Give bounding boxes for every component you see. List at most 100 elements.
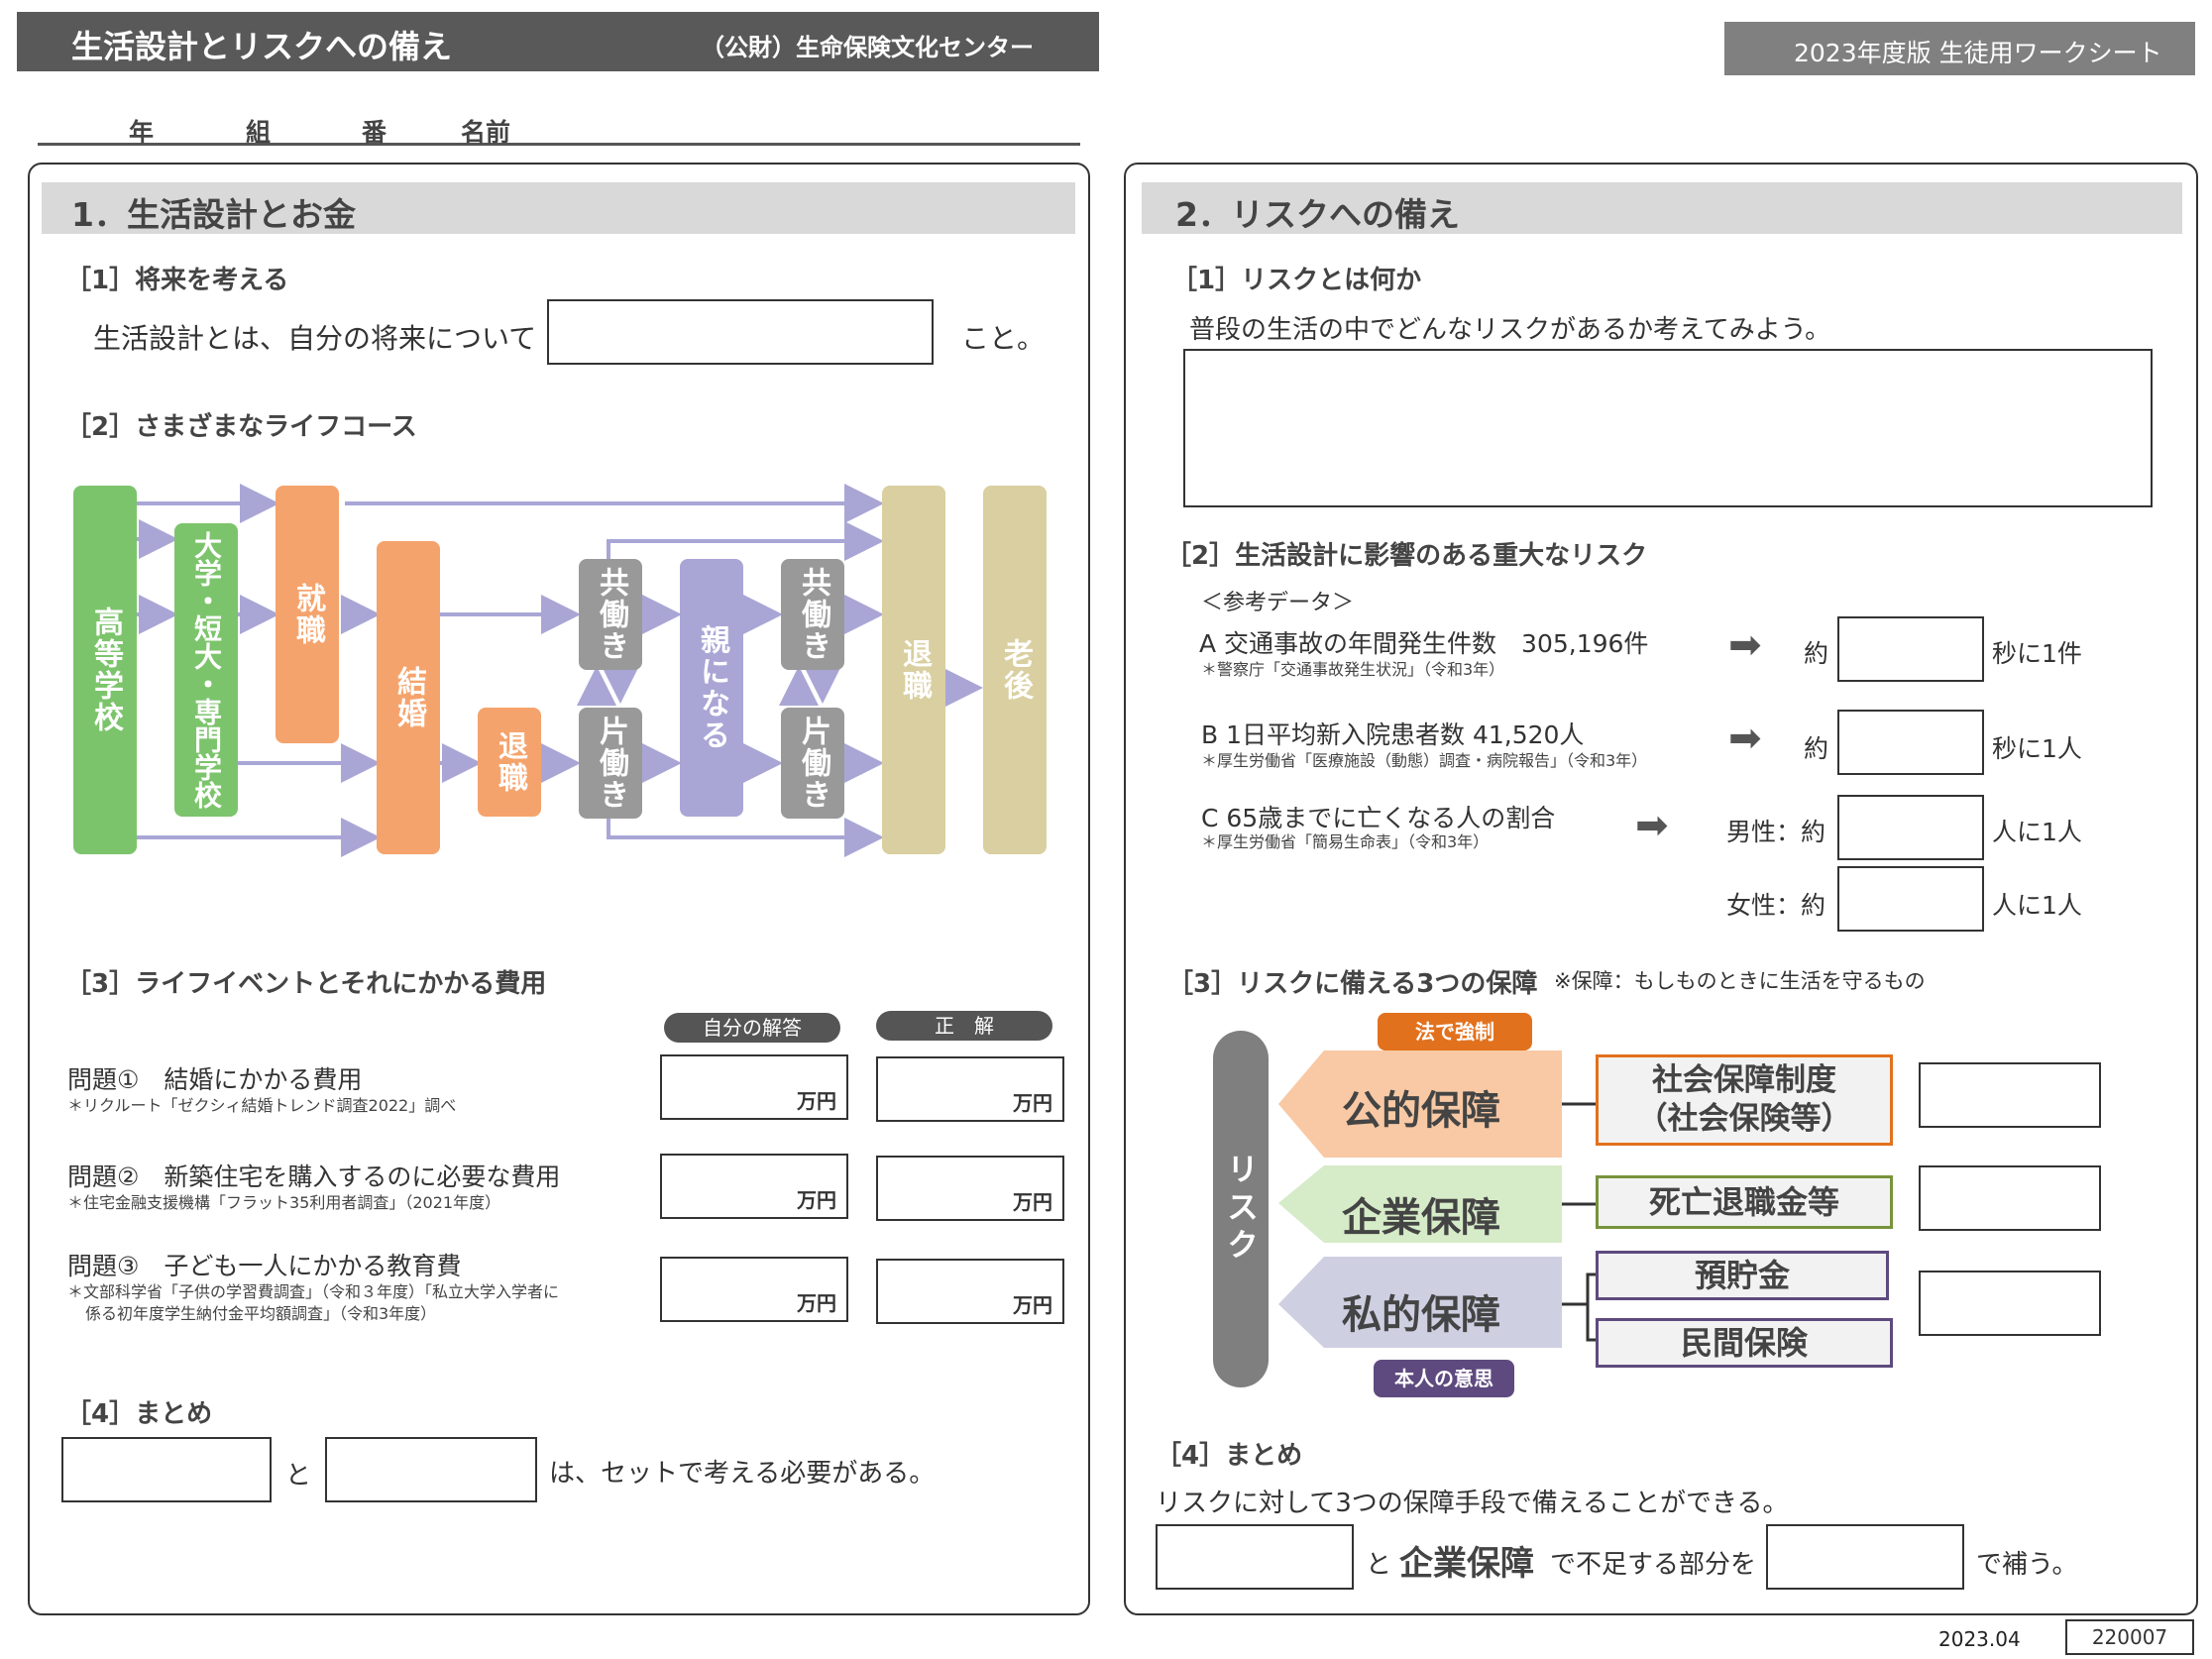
risk-b-answer[interactable] (1837, 710, 1984, 775)
life-design-text: 生活設計とは、自分の将来について (93, 322, 537, 355)
stage-employment: 就職 (276, 486, 339, 743)
left-summary-answer-2[interactable] (325, 1437, 537, 1502)
risk-a-answer[interactable] (1837, 616, 1984, 682)
reference-data-label: ＜参考データ＞ (1201, 591, 1355, 615)
cost-question-1: 問題① 結婚にかかる費用 (67, 1065, 363, 1094)
life-event-heading: ［3］ライフイベントとそれにかかる費用 (65, 969, 547, 999)
life-design-answer-box[interactable] (547, 299, 934, 365)
risk-c-male-prefix: 男性：約 (1726, 818, 1826, 846)
risk-c-source: ＊厚生労働省「簡易生命表」（令和3年） (1201, 832, 1490, 851)
risk-c-arrow-icon: ➡ (1635, 803, 1669, 848)
right-summary-connector: と (1366, 1550, 1392, 1580)
social-security-box: 社会保障制度 （社会保険等） (1596, 1054, 1893, 1146)
right-summary-emphasis: 企業保障 (1399, 1544, 1534, 1584)
left-summary-text: は、セットで考える必要がある。 (549, 1459, 936, 1489)
left-summary-heading: ［4］まとめ (65, 1399, 213, 1429)
edition-badge: 2023年度版 生徒用ワークシート (1724, 22, 2195, 75)
self-answer-column-label: 自分の解答 (664, 1013, 840, 1043)
risk-a-source: ＊警察庁「交通事故発生状況」（令和3年） (1201, 660, 1505, 679)
footer-code-box: 220007 (2065, 1619, 2194, 1655)
cost-source-2: ＊住宅金融支援機構「フラット35利用者調査」（2021年度） (67, 1193, 501, 1212)
stage-dual-income-1: 共働き (579, 559, 642, 670)
worksheet-title: 生活設計とリスクへの備え (71, 28, 453, 65)
stage-marriage: 結婚 (377, 541, 440, 854)
will-badge: 本人の意思 (1374, 1360, 1514, 1397)
right-section-title: 2．リスクへの備え (1175, 195, 1460, 234)
cost-2-correct-answer[interactable]: 万円 (876, 1156, 1064, 1221)
stage-university: 大学・短大・専門学校 (174, 523, 238, 817)
organization-name: （公財）生命保険文化センター (701, 34, 1034, 61)
left-section-title: 1．生活設計とお金 (71, 195, 356, 234)
stage-dual-income-2: 共働き (781, 559, 844, 670)
risk-c-male-answer[interactable] (1837, 795, 1984, 860)
footer-date: 2023.04 (1938, 1627, 2021, 1651)
risk-b-label: B 1日平均新入院患者数 41,520人 (1201, 720, 1585, 749)
future-heading: ［1］将来を考える (65, 266, 289, 295)
cost-question-2: 問題② 新築住宅を購入するのに必要な費用 (67, 1162, 561, 1191)
stage-retire: 退職 (882, 486, 945, 854)
risk-c-male-suffix: 人に1人 (1992, 818, 2082, 846)
cost-3-correct-answer[interactable]: 万円 (876, 1259, 1064, 1324)
edition-label: 2023年度版 生徒用ワークシート (1794, 39, 2162, 67)
three-coverage-heading: ［3］リスクに備える3つの保障 (1167, 969, 1538, 999)
risk-free-answer-box[interactable] (1183, 349, 2153, 507)
risk-b-source: ＊厚生労働省「医療施設（動態）調査・病院報告」（令和3年） (1201, 751, 1648, 770)
student-class-label: 組 (246, 118, 272, 147)
public-coverage-label: 公的保障 (1342, 1088, 1500, 1134)
stage-high-school: 高等学校 (73, 486, 137, 854)
left-summary-connector: と (285, 1461, 312, 1491)
risk-c-female-prefix: 女性：約 (1726, 891, 1826, 920)
risk-b-suffix: 秒に1人 (1992, 734, 2082, 763)
risk-a-label: A 交通事故の年間発生件数 305,196件 (1199, 629, 1649, 658)
risk-c-female-suffix: 人に1人 (1992, 891, 2082, 920)
public-coverage-answer[interactable] (1919, 1062, 2101, 1128)
right-summary-end: で補う。 (1976, 1550, 2078, 1580)
title-bar: 生活設計とリスクへの備え （公財）生命保険文化センター (17, 12, 1099, 71)
law-badge: 法で強制 (1378, 1013, 1532, 1051)
footer-code: 220007 (2091, 1625, 2168, 1649)
cost-3-self-answer[interactable]: 万円 (660, 1257, 848, 1322)
left-panel (28, 163, 1090, 1615)
private-coverage-label: 私的保障 (1342, 1292, 1500, 1338)
student-year-label: 年 (129, 118, 155, 147)
risk-b-arrow-icon: ➡ (1728, 716, 1762, 761)
cost-source-3b: 係る初年度学生納付金平均額調査」（令和3年度） (85, 1304, 437, 1323)
risk-b-prefix: 約 (1804, 734, 1829, 763)
cost-2-self-answer[interactable]: 万円 (660, 1154, 848, 1219)
cost-source-1: ＊リクルート「ゼクシィ結婚トレンド調査2022」調べ (67, 1096, 457, 1115)
risk-a-prefix: 約 (1804, 639, 1829, 668)
risk-prompt: 普段の生活の中でどんなリスクがあるか考えてみよう。 (1189, 315, 1831, 345)
stage-resign: 退職 (478, 708, 541, 817)
major-risk-heading: ［2］生活設計に影響のある重大なリスク (1165, 541, 1648, 571)
retirement-allowance-box: 死亡退職金等 (1596, 1175, 1893, 1229)
right-section-header: 2．リスクへの備え (1142, 182, 2182, 234)
corporate-coverage-answer[interactable] (1919, 1165, 2101, 1231)
coverage-arrows (1278, 1051, 1596, 1348)
right-panel (1124, 163, 2198, 1615)
right-summary-answer-2[interactable] (1766, 1524, 1964, 1590)
stage-old-age: 老後 (983, 486, 1047, 854)
left-section-header: 1．生活設計とお金 (42, 182, 1075, 234)
life-course-heading: ［2］さまざまなライフコース (65, 412, 417, 442)
right-summary-text: リスクに対して3つの保障手段で備えることができる。 (1156, 1489, 1789, 1518)
student-name-label: 名前 (461, 118, 511, 147)
cost-1-self-answer[interactable]: 万円 (660, 1054, 848, 1120)
student-number-label: 番 (362, 118, 387, 147)
student-info-line (38, 143, 1080, 146)
stage-single-income-2: 片働き (781, 708, 844, 819)
risk-a-suffix: 秒に1件 (1992, 639, 2082, 668)
stage-single-income-1: 片働き (579, 708, 642, 819)
risk-a-arrow-icon: ➡ (1728, 622, 1762, 668)
left-summary-answer-1[interactable] (61, 1437, 272, 1502)
stage-parent: 親になる (680, 559, 743, 817)
right-summary-answer-1[interactable] (1156, 1524, 1354, 1590)
cost-source-3: ＊文部科学省「子供の学習費調査」（令和３年度）「私立大学入学者に (67, 1282, 560, 1301)
right-summary-heading: ［4］まとめ (1156, 1441, 1303, 1471)
cost-question-3: 問題③ 子ども一人にかかる教育費 (67, 1252, 462, 1280)
private-coverage-answer[interactable] (1919, 1271, 2101, 1336)
savings-box: 預貯金 (1596, 1251, 1889, 1300)
risk-definition-heading: ［1］リスクとは何か (1171, 266, 1422, 295)
risk-c-female-answer[interactable] (1837, 866, 1984, 932)
cost-1-correct-answer[interactable]: 万円 (876, 1056, 1064, 1122)
correct-answer-column-label: 正 解 (876, 1011, 1052, 1041)
